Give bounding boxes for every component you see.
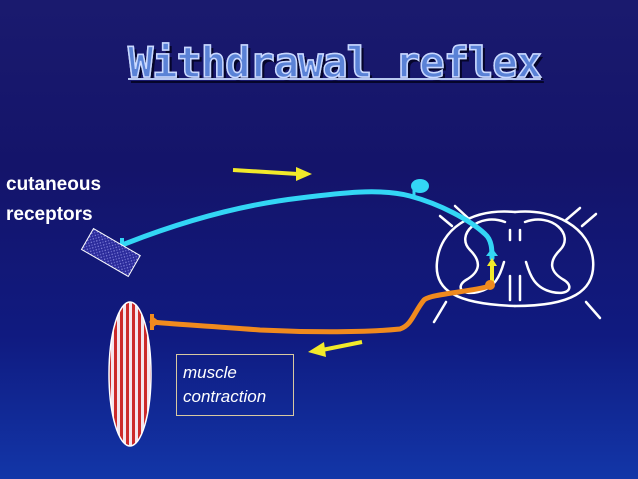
dorsal-root-left-2	[438, 214, 454, 228]
grey-matter-right	[523, 218, 571, 295]
spinal-cord-cross-section	[432, 204, 602, 324]
arrow-right-sensory	[232, 167, 312, 181]
spinal-cord-outline-left	[435, 210, 517, 308]
central-fissure	[508, 228, 522, 302]
page-title: Withdrawal reflex	[127, 37, 542, 88]
cutaneous-label-line1: cutaneous	[6, 174, 102, 195]
muscle-label-line1: muscle	[183, 363, 237, 382]
motor-neuron	[149, 280, 495, 335]
cutaneous-receptors-label: cutaneous receptors	[6, 170, 101, 230]
spinal-cord-outline-right	[513, 210, 595, 308]
ventral-root-left	[432, 300, 448, 324]
muscle-contraction-label: muscle contraction	[176, 354, 294, 416]
dorsal-root-right-1	[564, 206, 582, 222]
muscle-label-line2: contraction	[183, 387, 267, 406]
receptor-patch	[80, 227, 141, 278]
cutaneous-label-line2: receptors	[6, 204, 93, 225]
dorsal-root-right-2	[580, 212, 598, 228]
sensory-cell-body	[411, 179, 429, 193]
interneuron	[487, 258, 497, 282]
arrow-left-motor	[308, 340, 363, 357]
dorsal-root-left-1	[453, 204, 470, 220]
muscle	[108, 301, 152, 447]
motor-cell-body	[485, 280, 495, 290]
ventral-root-right	[584, 300, 602, 320]
